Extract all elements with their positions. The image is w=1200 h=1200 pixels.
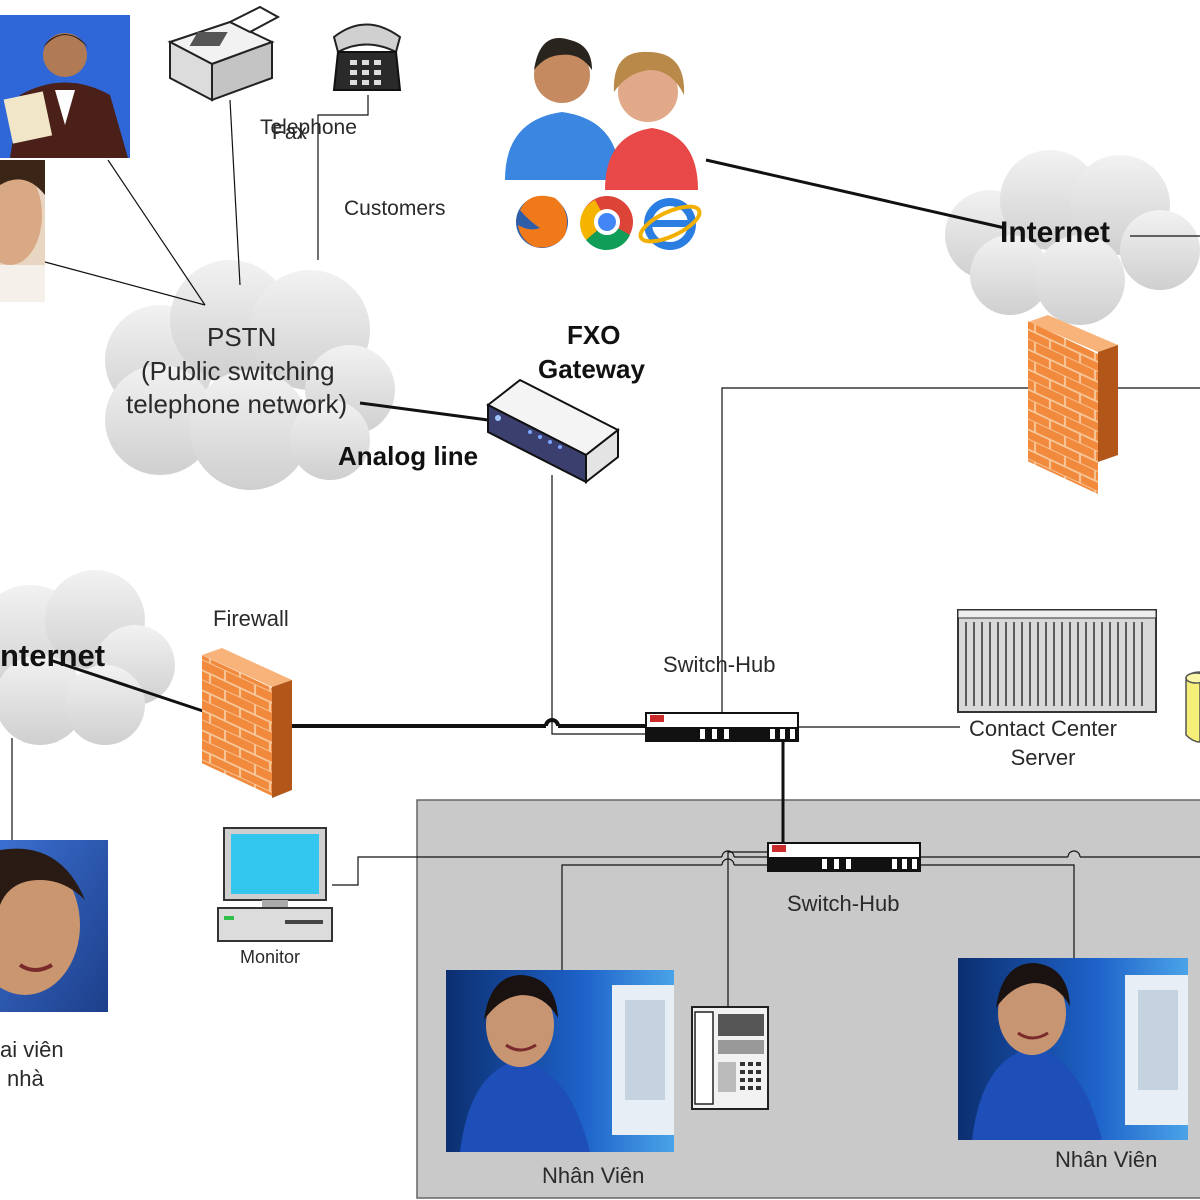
firewall-label: Firewall (213, 606, 289, 631)
pstn-label: PSTN (207, 322, 277, 352)
contact-center-line2: Server (1010, 745, 1076, 770)
database-icon (1185, 671, 1200, 743)
cloud-icon (945, 150, 1200, 325)
firewall-icon (202, 648, 292, 798)
remote-agent-label-1: ai viên (0, 1037, 64, 1062)
cloud-icon (105, 260, 395, 490)
contact-center-line1: Contact Center (969, 716, 1117, 741)
switch-hub-bottom-label: Switch-Hub (787, 891, 900, 916)
ip-phone-icon (691, 1006, 769, 1110)
internet-left-label: nternet (0, 638, 106, 673)
woman-phone-icon (0, 160, 45, 302)
customers-label: Customers (344, 197, 446, 220)
cloud-icon (0, 570, 175, 745)
telephone-label: Telephone (260, 116, 357, 139)
agent-left-label: Nhân Viên (542, 1163, 645, 1188)
firefox-icon (516, 195, 568, 248)
connection-lines (11, 95, 1200, 1008)
pstn-subtitle-1: (Public switching (141, 356, 335, 386)
switch-hub-icon (645, 712, 799, 742)
analog-line-label: Analog line (338, 441, 479, 471)
server-rack-icon (957, 609, 1157, 713)
agent-photo-icon (0, 840, 108, 1012)
agent-right-label: Nhân Viên (1055, 1147, 1158, 1172)
internet-top-label: Internet (1000, 216, 1111, 249)
pstn-subtitle-2: telephone network) (126, 389, 348, 419)
monitor-icon (217, 827, 333, 942)
agent-photo-icon (446, 970, 674, 1152)
fax-icon (167, 5, 281, 102)
chrome-icon (580, 196, 633, 250)
firewall-icon (1028, 315, 1118, 495)
businessman-phone-icon (0, 15, 130, 158)
fax-label: Fax (272, 121, 308, 144)
telephone-icon (332, 23, 402, 91)
gateway-icon (486, 378, 620, 485)
switch-hub-top-label: Switch-Hub (663, 652, 776, 677)
contact-center-label: Contact Center Server (950, 714, 1136, 772)
monitor-label: Monitor (240, 947, 301, 967)
fxo-label: FXO (567, 320, 621, 350)
gateway-label: Gateway (538, 354, 645, 384)
users-icon (505, 38, 698, 190)
agent-photo-icon (958, 958, 1188, 1140)
remote-agent-label-2: nhà (7, 1066, 44, 1091)
ie-icon (638, 198, 702, 250)
switch-hub-icon (767, 842, 921, 872)
